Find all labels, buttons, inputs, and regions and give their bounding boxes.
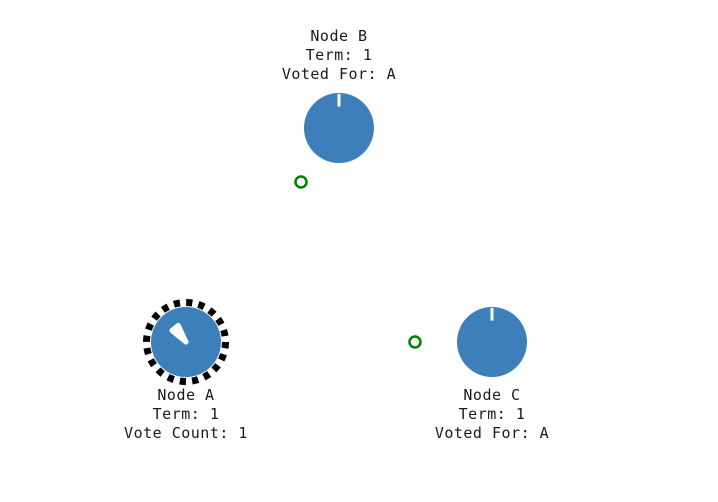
node-circle-b — [304, 93, 374, 163]
node-label-line-a-1: Term: 1 — [152, 405, 220, 423]
node-label-line-b-0: Node B — [310, 27, 368, 45]
node-label-line-a-0: Node A — [157, 386, 215, 404]
message-glyph-msg-2 — [408, 335, 422, 349]
node-label-line-c-0: Node C — [463, 386, 521, 404]
node-label-line-c-1: Term: 1 — [458, 405, 526, 423]
node-glyph-c — [457, 307, 527, 377]
node-label-line-c-2: Voted For: A — [434, 424, 550, 442]
leader-ring-a — [143, 299, 229, 385]
message-ring-msg-1 — [294, 175, 308, 189]
node-glyph-a — [143, 299, 229, 385]
node-label-line-a-2: Vote Count: 1 — [124, 424, 248, 442]
election-timer-hand-a — [169, 323, 189, 345]
message-ring-msg-2 — [408, 335, 422, 349]
node-circle-c — [457, 307, 527, 377]
message-glyph-msg-1 — [294, 175, 308, 189]
node-label-line-b-2: Voted For: A — [281, 65, 397, 83]
node-label-line-b-1: Term: 1 — [305, 46, 373, 64]
node-glyph-b — [304, 93, 374, 163]
